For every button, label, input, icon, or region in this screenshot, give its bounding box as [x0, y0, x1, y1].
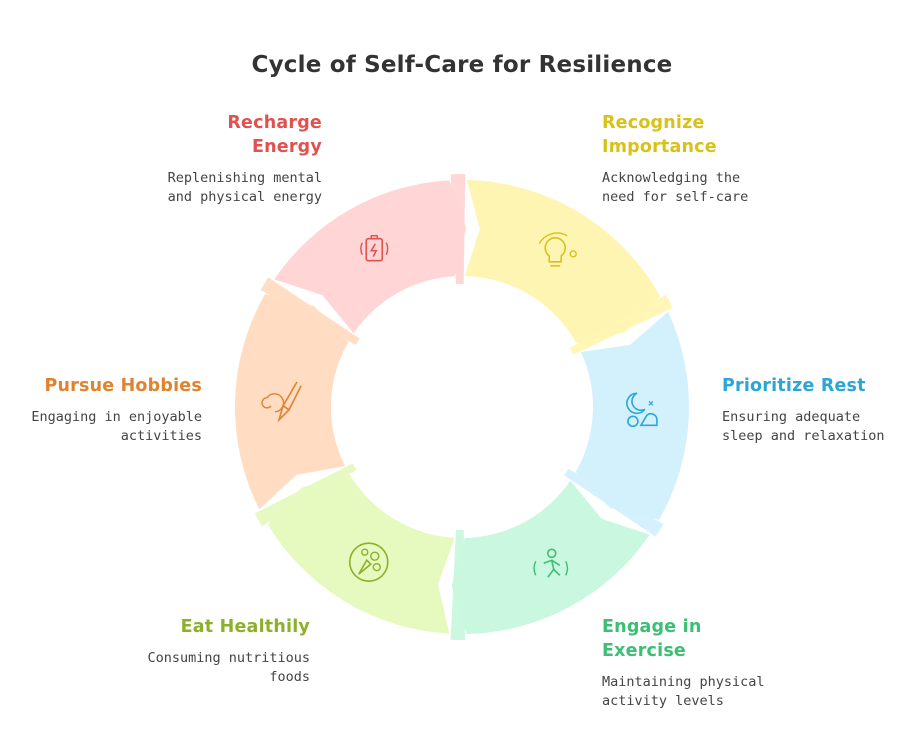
segment-recharge-energy [274, 180, 467, 334]
step-title: Pursue Hobbies [0, 374, 202, 398]
step-description: Replenishing mental and physical energy [62, 169, 322, 207]
segment-eat-healthily [267, 474, 455, 634]
connector-tab [254, 463, 357, 527]
connector-tab [564, 468, 664, 537]
step-description-line: Ensuring adequate [722, 409, 861, 425]
step-description: Maintaining physical activity levels [602, 673, 862, 711]
paintbrush-icon [261, 381, 302, 423]
connector-tab [450, 174, 466, 285]
step-title-line: Pursue Hobbies [44, 376, 202, 396]
step-engage-in-exercise: Engage in Exercise Maintaining physical … [602, 615, 862, 711]
step-description-line: Replenishing mental [167, 170, 322, 186]
step-title-line: Importance [602, 137, 717, 157]
step-title-line: Energy [251, 137, 322, 157]
connector-tab [569, 294, 673, 355]
step-description-line: activities [120, 428, 202, 444]
segment-recognize-importance [464, 180, 661, 344]
step-recharge-energy: Recharge Energy Replenishing mental and … [62, 111, 322, 207]
step-description-line: need for self-care [602, 189, 749, 205]
step-description-line: Consuming nutritious [147, 650, 310, 666]
step-description: Acknowledging the need for self-care [602, 169, 862, 207]
step-title: Prioritize Rest [722, 374, 924, 398]
step-title: Eat Healthily [50, 615, 310, 639]
step-description: Engaging in enjoyable activities [0, 408, 202, 446]
diagram-title: Cycle of Self-Care for Resilience [251, 52, 673, 78]
step-title: Engage in Exercise [602, 615, 862, 663]
battery-charging-icon [360, 234, 389, 262]
step-description: Consuming nutritious foods [50, 649, 310, 687]
running-person-icon [533, 548, 568, 578]
healthy-food-icon [348, 542, 389, 582]
step-title-line: Recharge [227, 113, 322, 133]
step-title: Recharge Energy [62, 111, 322, 159]
step-description-line: Maintaining physical [602, 674, 765, 690]
connector-tab [450, 529, 466, 640]
step-description-line: foods [269, 669, 310, 685]
lightbulb-icon [538, 232, 577, 267]
step-pursue-hobbies: Pursue Hobbies Engaging in enjoyable act… [0, 374, 202, 446]
segment-pursue-hobbies [235, 294, 349, 510]
step-description-line: Engaging in enjoyable [31, 409, 202, 425]
step-description: Ensuring adequate sleep and relaxation [722, 408, 924, 446]
connector-tab [260, 277, 360, 346]
step-recognize-importance: Recognize Importance Acknowledging the n… [602, 111, 862, 207]
sleep-moon-icon [626, 392, 658, 428]
step-title-line: Exercise [602, 641, 686, 661]
step-title-line: Engage in [602, 617, 702, 637]
step-eat-healthily: Eat Healthily Consuming nutritious foods [50, 615, 310, 687]
step-title-line: Eat Healthily [180, 617, 310, 637]
step-prioritize-rest: Prioritize Rest Ensuring adequate sleep … [722, 374, 924, 446]
step-title-line: Recognize [602, 113, 705, 133]
step-title-line: Prioritize Rest [722, 376, 866, 396]
step-description-line: and physical energy [167, 189, 322, 205]
step-description-line: activity levels [602, 693, 724, 709]
step-title: Recognize Importance [602, 111, 862, 159]
step-description-line: Acknowledging the [602, 170, 741, 186]
step-description-line: sleep and relaxation [722, 428, 885, 444]
